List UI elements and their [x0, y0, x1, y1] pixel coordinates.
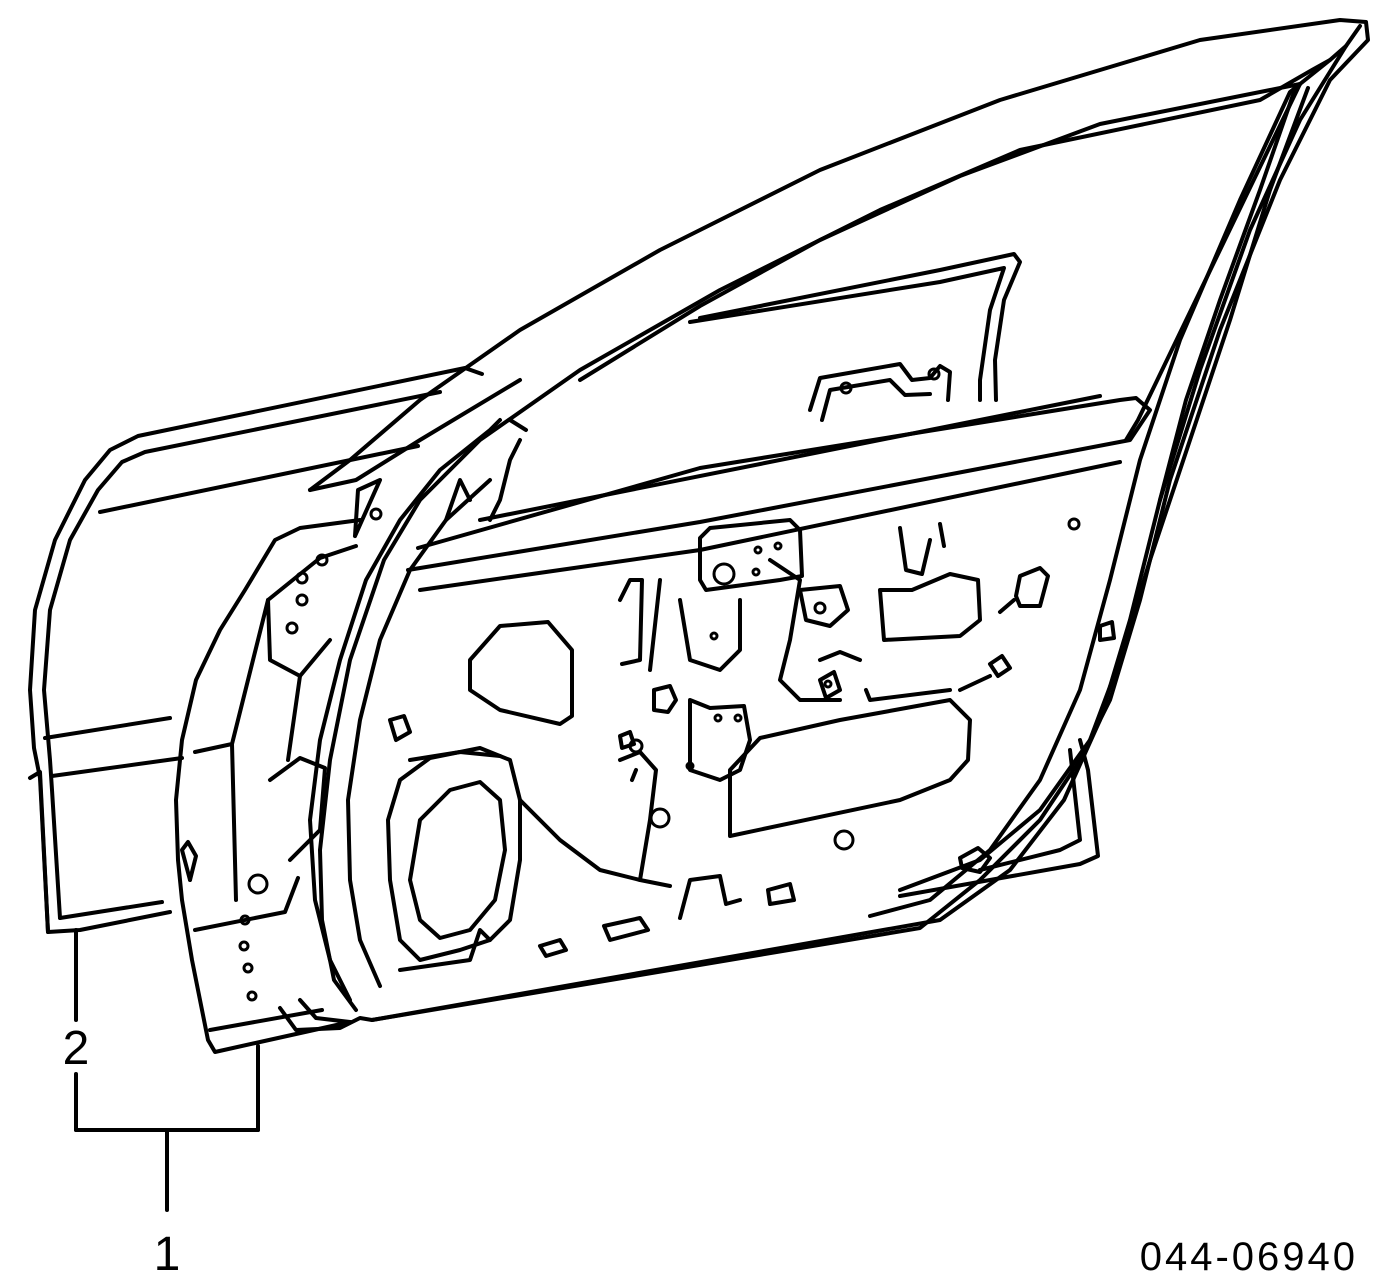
window-frame — [278, 18, 1370, 1032]
lower-panel-features — [398, 874, 796, 972]
callout-2-label: 2 — [63, 1022, 90, 1075]
regulator-bracket — [808, 362, 952, 422]
inner-panel-cutouts — [386, 517, 1116, 962]
inner-front-pillar — [308, 418, 502, 1002]
outer-door-skin — [28, 366, 484, 934]
window-glass — [488, 252, 1022, 522]
callout-1-label: 1 — [154, 1228, 181, 1280]
door-hinge-pillar — [174, 518, 362, 1054]
diagram-code: 044-06940 — [1140, 1235, 1358, 1279]
rear-hem-flange — [898, 738, 1100, 898]
callout-leaders — [74, 928, 260, 1212]
